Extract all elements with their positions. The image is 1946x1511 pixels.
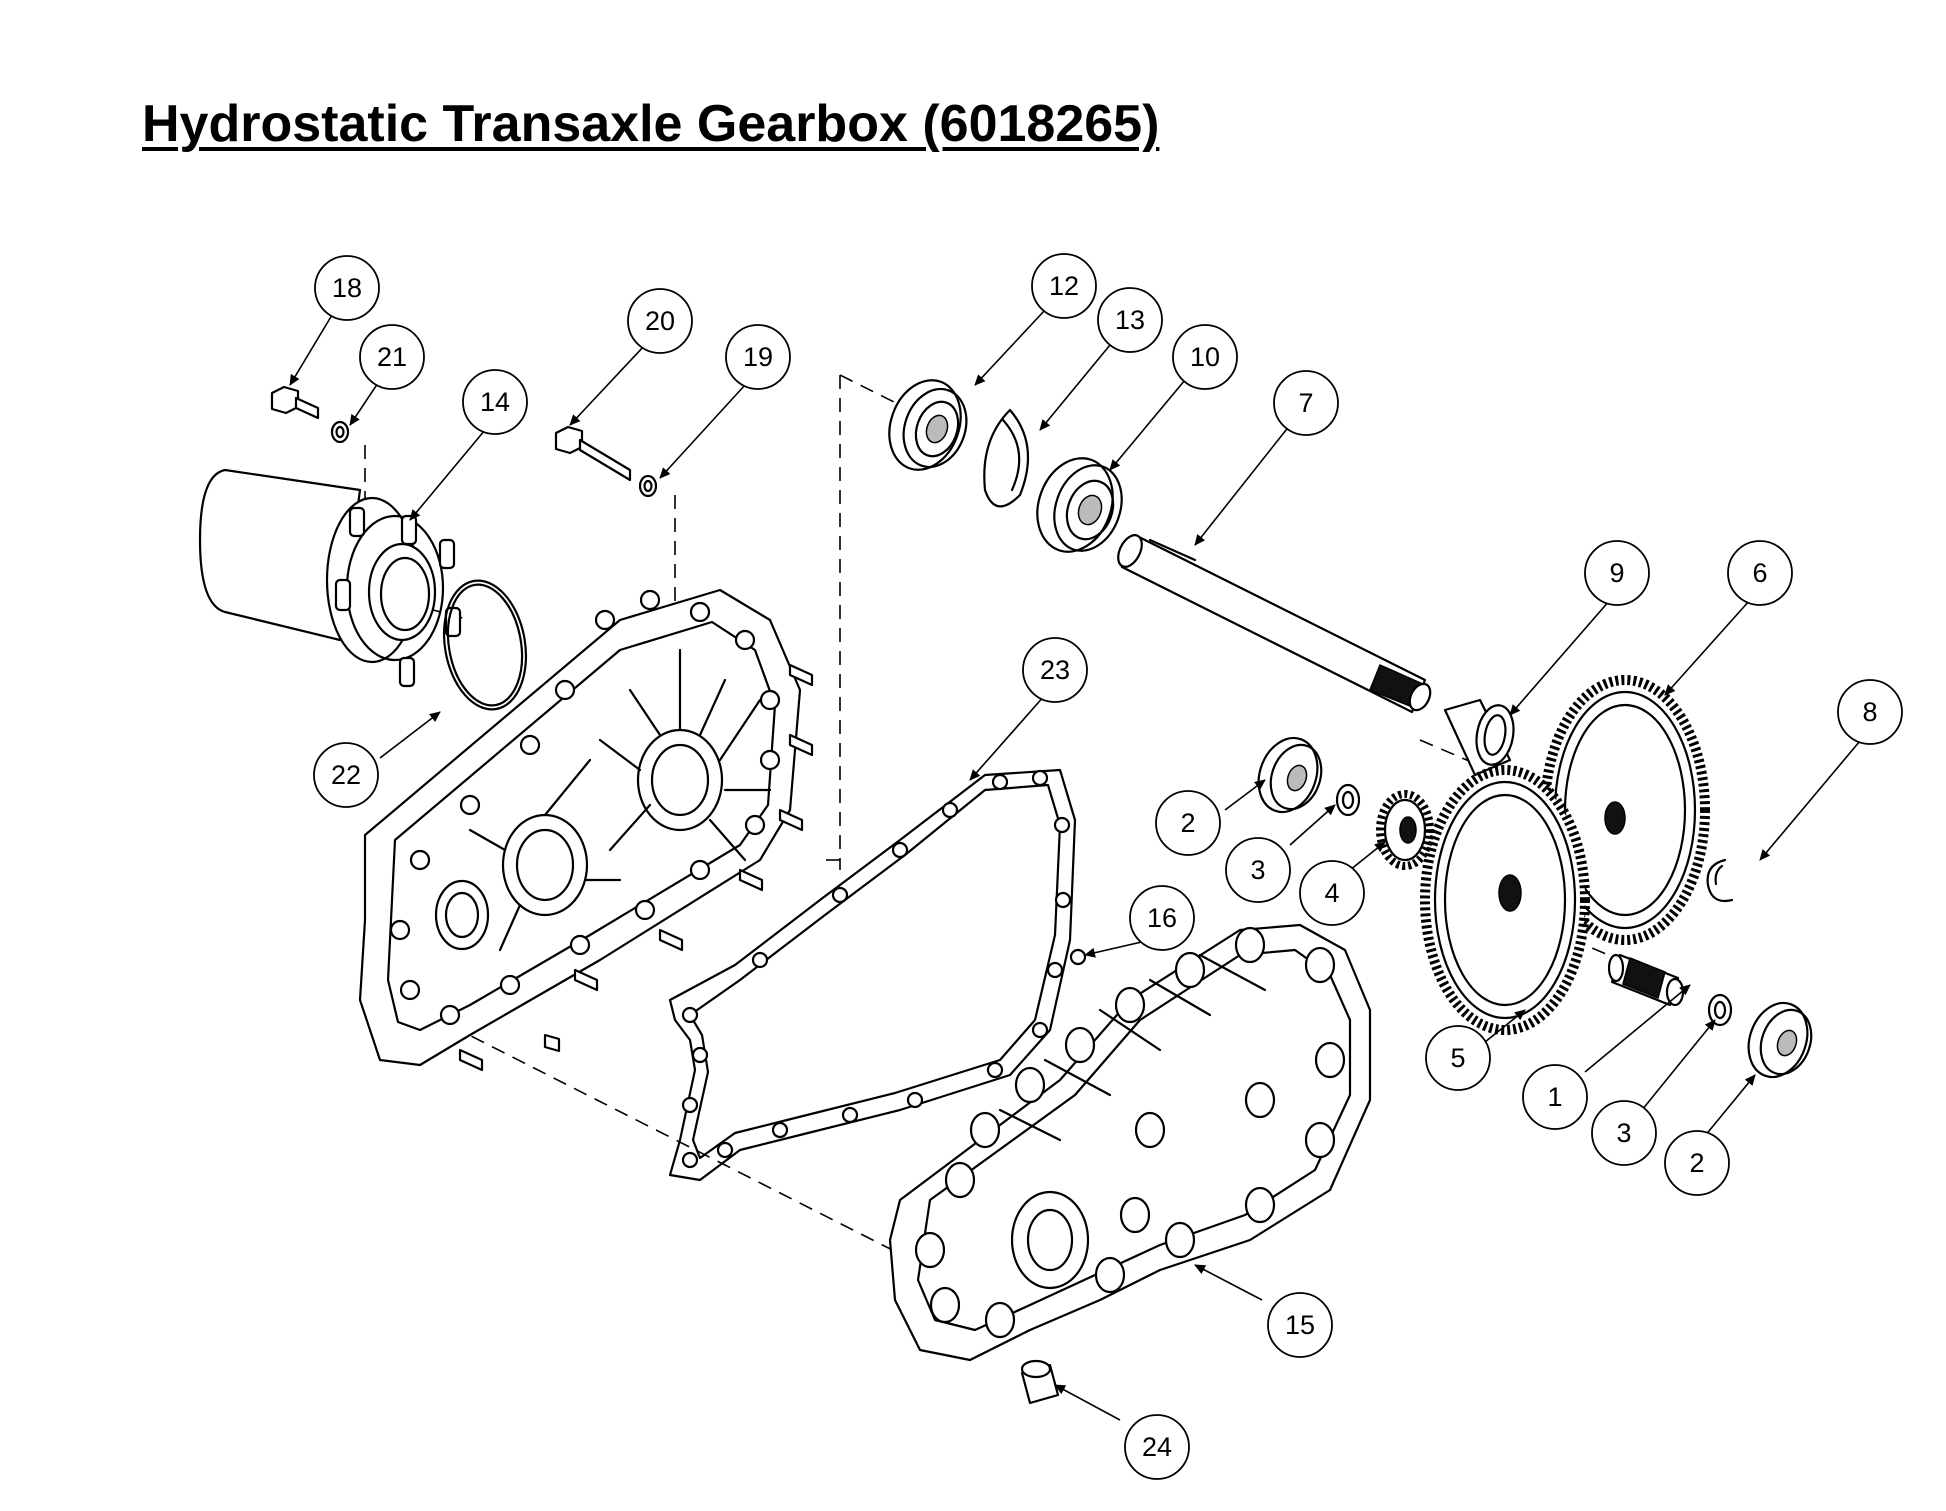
svg-text:21: 21 xyxy=(377,342,407,372)
svg-text:1: 1 xyxy=(1547,1082,1562,1112)
snap-ring-13 xyxy=(983,408,1030,508)
svg-text:5: 5 xyxy=(1450,1043,1465,1073)
callout-19: 19 xyxy=(725,324,791,390)
svg-text:23: 23 xyxy=(1040,655,1070,685)
shaft-1 xyxy=(1607,953,1685,1007)
svg-text:3: 3 xyxy=(1250,855,1265,885)
callout-4: 4 xyxy=(1299,860,1365,926)
svg-text:4: 4 xyxy=(1324,878,1339,908)
washer-3-lower xyxy=(1707,993,1733,1027)
callout-15: 15 xyxy=(1267,1292,1333,1358)
callout-23: 23 xyxy=(1022,637,1088,703)
bearing-10 xyxy=(1036,457,1123,553)
washer-19 xyxy=(638,474,658,498)
svg-text:9: 9 xyxy=(1609,558,1624,588)
callout-bubbles: 18 21 14 20 19 12 13 10 7 9 6 8 23 22 2 … xyxy=(313,253,1903,1480)
spacer-9 xyxy=(1443,698,1515,777)
callout-12: 12 xyxy=(1031,253,1097,319)
pinion-4 xyxy=(1376,790,1434,870)
callout-13: 13 xyxy=(1097,287,1163,353)
diagram-title: Hydrostatic Transaxle Gearbox (6018265) xyxy=(142,95,1160,153)
left-housing-case xyxy=(358,588,814,1072)
svg-text:16: 16 xyxy=(1147,903,1177,933)
bearing-2-upper xyxy=(1257,736,1323,814)
bolt-20 xyxy=(554,425,632,482)
callout-10: 10 xyxy=(1172,324,1238,390)
gear-5 xyxy=(1420,765,1590,1035)
svg-text:12: 12 xyxy=(1049,271,1079,301)
callout-2-lower: 2 xyxy=(1664,1130,1730,1196)
svg-text:18: 18 xyxy=(332,273,362,303)
bearing-12 xyxy=(888,379,968,471)
svg-text:19: 19 xyxy=(743,342,773,372)
svg-text:14: 14 xyxy=(480,387,510,417)
svg-text:8: 8 xyxy=(1862,697,1877,727)
callout-18: 18 xyxy=(314,255,380,321)
svg-text:15: 15 xyxy=(1285,1310,1315,1340)
callout-21: 21 xyxy=(359,324,425,390)
callout-20: 20 xyxy=(627,288,693,354)
bearing-2-lower xyxy=(1747,1001,1813,1079)
e-clip-8 xyxy=(1706,858,1734,903)
svg-text:3: 3 xyxy=(1616,1118,1631,1148)
svg-text:13: 13 xyxy=(1115,305,1145,335)
callout-6: 6 xyxy=(1727,540,1793,606)
washer-3-upper xyxy=(1335,783,1361,817)
callout-9: 9 xyxy=(1584,540,1650,606)
leader-lines xyxy=(289,309,1866,1421)
callout-8: 8 xyxy=(1837,679,1903,745)
bolt-18 xyxy=(270,385,320,420)
callout-2-upper: 2 xyxy=(1155,790,1221,856)
gasket-23 xyxy=(668,768,1077,1182)
bushing-24 xyxy=(1020,1359,1060,1405)
callout-22: 22 xyxy=(313,742,379,808)
callout-3-upper: 3 xyxy=(1225,837,1291,903)
callout-3-lower: 3 xyxy=(1591,1100,1657,1166)
callout-24: 24 xyxy=(1124,1414,1190,1480)
callout-16: 16 xyxy=(1129,885,1195,951)
callout-14: 14 xyxy=(462,369,528,435)
svg-text:20: 20 xyxy=(645,306,675,336)
callout-7: 7 xyxy=(1273,370,1339,436)
shaft-7 xyxy=(1117,533,1432,714)
svg-text:6: 6 xyxy=(1752,558,1767,588)
svg-text:24: 24 xyxy=(1142,1432,1172,1462)
callout-1: 1 xyxy=(1522,1064,1588,1130)
o-ring-22 xyxy=(442,579,528,711)
axle-housing-14 xyxy=(198,468,462,688)
svg-text:2: 2 xyxy=(1689,1148,1704,1178)
svg-text:10: 10 xyxy=(1190,342,1220,372)
svg-text:22: 22 xyxy=(331,760,361,790)
svg-text:7: 7 xyxy=(1298,388,1313,418)
svg-text:2: 2 xyxy=(1180,808,1195,838)
cover-15 xyxy=(888,923,1372,1362)
washer-21 xyxy=(330,420,350,444)
dowel-16 xyxy=(1069,948,1087,966)
callout-5: 5 xyxy=(1425,1025,1491,1091)
